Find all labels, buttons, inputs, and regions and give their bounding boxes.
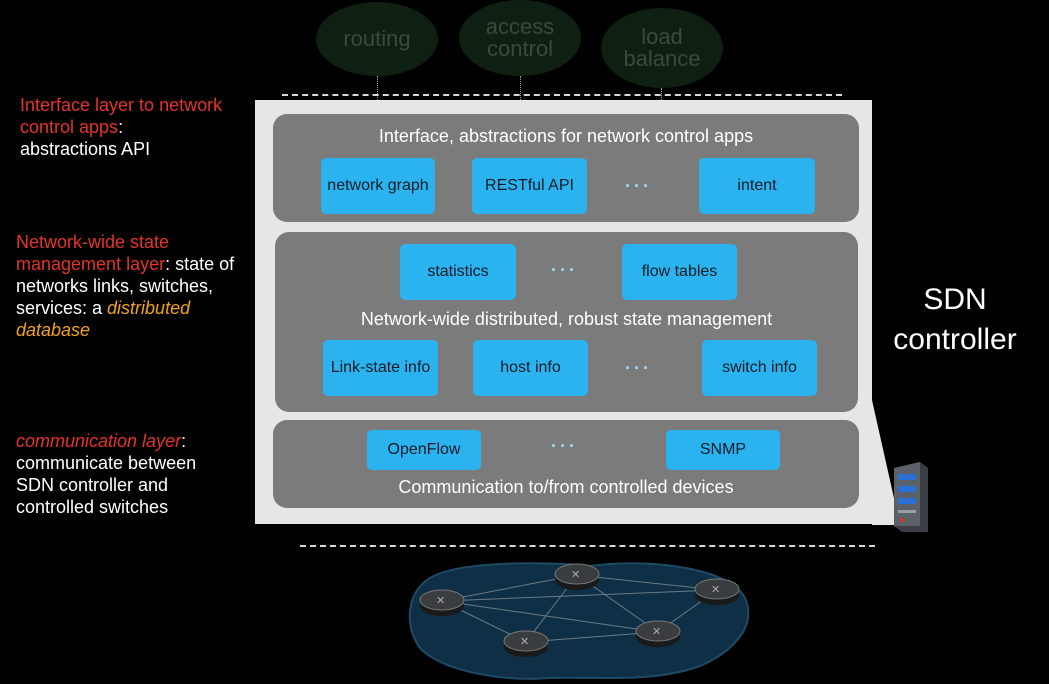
svg-text:✕: ✕: [436, 594, 445, 607]
switch-icon: ✕: [554, 563, 600, 590]
chip-link-state-info: Link-state info: [323, 340, 438, 396]
sdn-label-line2: controller: [893, 323, 1017, 356]
interface-layer-title: Interface, abstractions for network cont…: [378, 126, 754, 146]
state-bottom-dots: ···: [625, 358, 652, 378]
communication-layer: OpenFlow ··· SNMP Communication to/from …: [273, 420, 859, 508]
top-dashed-divider: [282, 94, 842, 96]
note-comm-colon: :: [181, 431, 187, 451]
svg-text:✕: ✕: [652, 625, 661, 638]
interface-layer: Interface, abstractions for network cont…: [273, 114, 859, 222]
app-access-label-2: control: [486, 36, 554, 61]
chip-snmp: SNMP: [666, 430, 780, 470]
controller-panel-slant: [872, 400, 900, 525]
chip-restful-api: RESTful API: [472, 158, 587, 214]
sdn-label-line1: SDN: [923, 283, 987, 316]
app-load-balance: load balance: [601, 8, 723, 88]
sdn-controller-label: SDN controller: [880, 280, 1030, 360]
interface-dots: ···: [625, 176, 652, 196]
note-state-colon: :: [165, 254, 171, 274]
chip-flow-tables: flow tables: [622, 244, 737, 300]
note-state-layer: Network-wide state management layer: sta…: [16, 231, 241, 341]
state-top-dots: ···: [551, 260, 578, 280]
switch-icon: ✕: [503, 630, 549, 657]
svg-text:✕: ✕: [711, 583, 720, 596]
note-comm-red: communication layer: [16, 431, 182, 451]
network-cloud-icon: ✕ ✕ ✕ ✕ ✕: [408, 562, 750, 680]
note-interface-red: Interface layer to network control apps: [20, 95, 223, 137]
chip-openflow: OpenFlow: [367, 430, 481, 470]
chip-intent: intent: [699, 158, 815, 214]
bottom-dashed-divider: [300, 545, 875, 547]
app-routing-label: routing: [343, 26, 411, 51]
svg-text:✕: ✕: [520, 635, 529, 648]
chip-network-graph: network graph: [321, 158, 435, 214]
state-layer-title: Network-wide distributed, robust state m…: [360, 309, 773, 329]
switch-icon: ✕: [635, 620, 681, 647]
note-state-red: Network-wide state management layer: [16, 232, 170, 274]
app-load-label-1: load: [641, 24, 683, 49]
comm-layer-title: Communication to/from controlled devices: [398, 477, 734, 497]
app-access-control: access control: [459, 0, 581, 76]
svg-text:✕: ✕: [571, 568, 580, 581]
chip-switch-info: switch info: [702, 340, 817, 396]
app-access-label-1: access: [485, 14, 555, 39]
note-interface-colon: :: [118, 117, 124, 137]
note-state-white: state of networks links, switches, servi…: [16, 254, 235, 318]
comm-dots: ···: [551, 436, 578, 456]
note-state-orange: distributed database: [16, 298, 191, 340]
chip-host-info: host info: [473, 340, 588, 396]
app-routing: routing: [316, 2, 438, 76]
chip-statistics: statistics: [400, 244, 516, 300]
app-load-label-2: balance: [623, 46, 701, 71]
state-management-layer: statistics ··· flow tables Network-wide …: [275, 232, 858, 412]
note-interface-layer: Interface layer to network control apps:…: [20, 94, 250, 160]
note-interface-white: abstractions API: [20, 139, 151, 159]
note-comm-layer: communication layer: communicate between…: [16, 430, 216, 518]
switch-icon: ✕: [694, 578, 740, 605]
switch-icon: ✕: [419, 589, 465, 616]
note-comm-white: communicate between SDN controller and c…: [16, 453, 197, 517]
server-icon: [894, 462, 928, 532]
